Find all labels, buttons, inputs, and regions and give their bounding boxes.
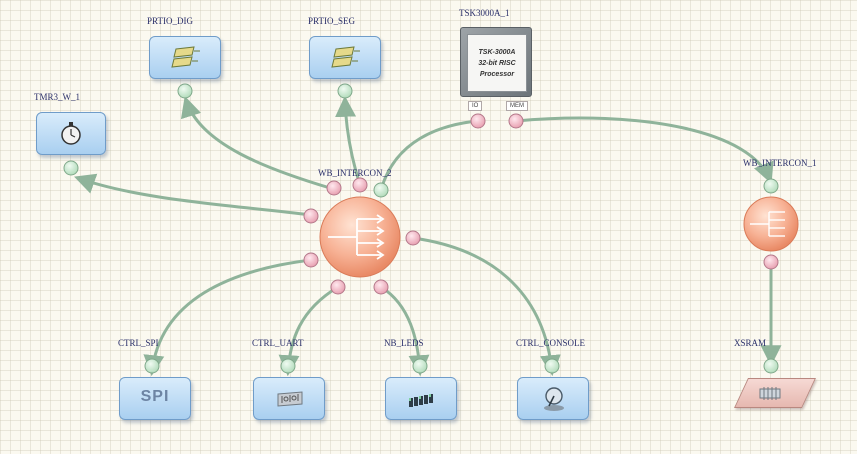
pin [337,83,353,99]
processor-chip-face: TSK-3000A 32-bit RISC Processor [467,34,527,92]
wire-ctrl-spi [143,258,313,377]
pin [330,279,346,295]
prtio-dig-block[interactable] [149,36,221,79]
timer-label: TMR3_W_1 [34,92,80,102]
spi-icon: SPI [140,388,170,405]
prtio-seg-label: PRTIO_SEG [308,16,355,26]
ctrl-uart-block[interactable] [253,377,325,420]
nb-leds-label: NB_LEDS [384,338,424,348]
xsram-label: XSRAM [734,338,767,348]
pin [144,358,160,374]
port-io-icon [331,46,360,68]
pin [412,358,428,374]
ctrl-uart-label: CTRL_UART [252,338,304,348]
pin [177,83,193,99]
pin [763,358,779,374]
wb-intercon-1-label: WB_INTERCON_1 [743,158,817,168]
pin [63,160,79,176]
pin [352,177,368,193]
processor-arch: 32-bit RISC [478,59,516,67]
pin [405,230,421,246]
leds-icon [409,394,433,407]
processor-name: TSK-3000A [478,48,516,56]
pin-mem [508,113,524,129]
interconnect-icon [750,211,785,237]
wire-prtio-dig [180,95,332,190]
wire-io [379,119,479,192]
timer-block[interactable] [36,112,106,155]
port-io-tag: IO [468,101,483,111]
pin [373,182,389,198]
ctrl-spi-label: CTRL_SPI [118,338,159,348]
prtio-seg-block[interactable] [309,36,381,79]
wire-ctrl-uart [278,285,340,377]
wb-intercon-2-label: WB_INTERCON_2 [318,168,392,178]
pin-io [470,113,486,129]
wire-mem [514,116,774,184]
pin [303,252,319,268]
nb-leds-block[interactable] [385,377,457,420]
pin [326,180,342,196]
console-icon [544,387,564,411]
uart-icon [277,391,303,407]
wire-timer [74,173,313,217]
wire-nb-leds [379,285,430,377]
pin [303,208,319,224]
ctrl-spi-block[interactable]: SPI [119,377,191,420]
pin [373,279,389,295]
tsk3000a-processor[interactable]: TSK-3000A 32-bit RISC Processor [460,27,532,97]
pin [763,178,779,194]
processor-type: Processor [479,70,515,78]
sram-icon [759,387,781,400]
pin [763,254,779,270]
pin [544,358,560,374]
wb-intercon-2-block [319,196,401,278]
wire-ctrl-console [411,236,561,377]
stopwatch-icon [61,122,81,145]
ctrl-console-label: CTRL_CONSOLE [516,338,586,348]
pin [280,358,296,374]
ctrl-console-block[interactable] [517,377,589,420]
processor-label: TSK3000A_1 [459,8,510,18]
port-mem-tag: MEM [506,101,528,111]
port-io-icon [171,46,200,68]
wb-intercon-1-block [743,196,799,252]
prtio-dig-label: PRTIO_DIG [147,16,193,26]
wire-prtio-seg [335,95,362,187]
interconnect-icon [328,214,385,260]
